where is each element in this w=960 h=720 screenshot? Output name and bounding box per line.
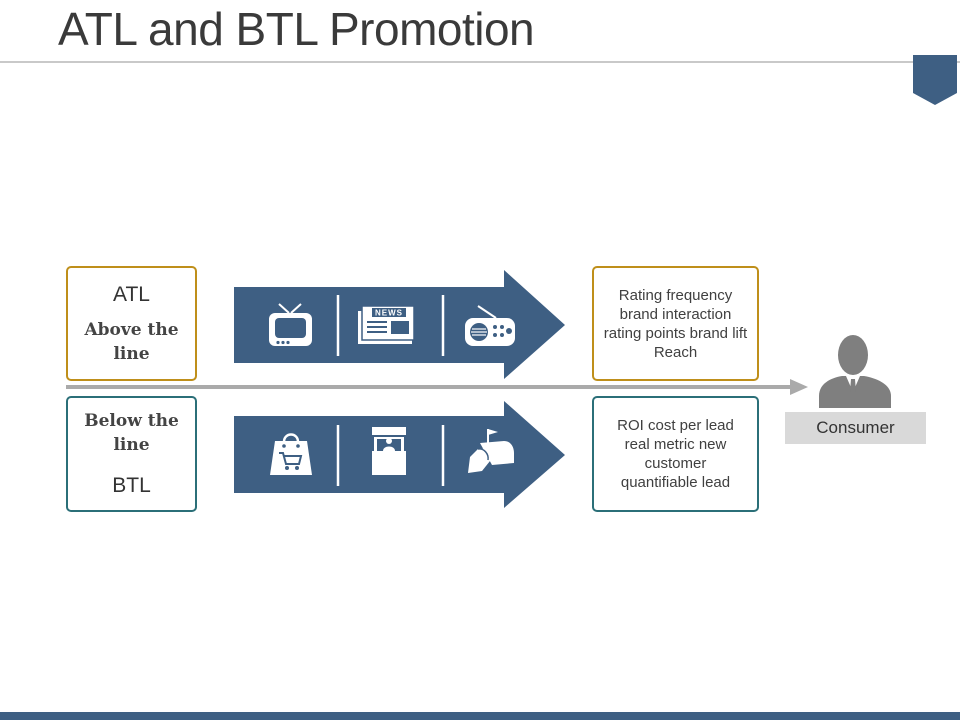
newspaper-icon: NEWS — [358, 305, 415, 344]
footer-bar — [0, 712, 960, 720]
atl-channel-arrow: NEWS — [234, 270, 565, 379]
page-title: ATL and BTL Promotion — [58, 3, 535, 55]
btl-abbreviation: BTL — [112, 474, 151, 497]
btl-label-box: Below the line BTL — [66, 396, 197, 512]
atl-abbreviation: ATL — [113, 282, 150, 306]
radio-icon — [465, 305, 515, 346]
kiosk-stand-icon — [372, 427, 406, 475]
btl-full-label: Below the line — [84, 411, 179, 455]
btl-channel-arrow — [234, 401, 565, 508]
btl-metrics-text: ROI cost per lead real metric new custom… — [617, 417, 734, 491]
corner-tab-decoration — [913, 55, 957, 105]
mailbox-icon — [468, 429, 514, 473]
flow-line-arrow — [66, 379, 808, 395]
shopping-bag-icon — [270, 433, 312, 475]
consumer-label: Consumer — [785, 412, 926, 444]
atl-label-box: ATL Above the line — [66, 266, 197, 381]
btl-metrics-box: ROI cost per lead real metric new custom… — [592, 396, 759, 512]
atl-full-label: Above the line — [84, 319, 179, 364]
atl-metrics-box: Rating frequency brand interaction ratin… — [592, 266, 759, 381]
atl-metrics-text: Rating frequency brand interaction ratin… — [603, 286, 748, 361]
newspaper-masthead: NEWS — [375, 309, 403, 318]
tv-icon — [269, 303, 312, 346]
title-divider — [0, 61, 960, 63]
person-icon — [819, 335, 891, 408]
